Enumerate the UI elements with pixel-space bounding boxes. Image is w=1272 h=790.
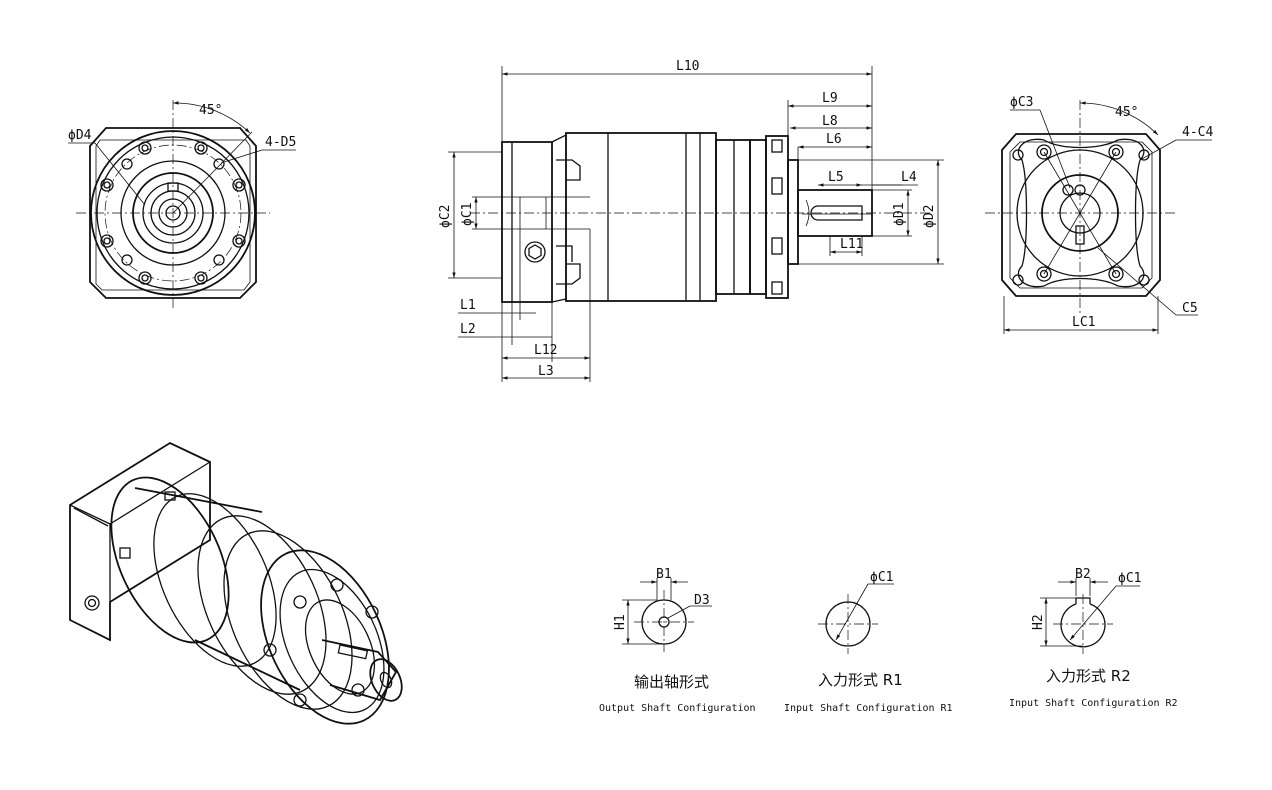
label-l1: L1 (460, 298, 476, 313)
shaft-config-output-title: 输出轴形式 (634, 673, 709, 691)
shaft-config-r1 (818, 583, 894, 654)
label-l3: L3 (538, 364, 554, 379)
label-4-c4: 4-C4 (1182, 125, 1213, 140)
shaft-config-r2-title: 入力形式 R2 (1046, 667, 1131, 685)
label-phi-c2: ϕC2 (438, 205, 453, 228)
label-l8: L8 (822, 114, 838, 129)
label-l4: L4 (901, 170, 917, 185)
label-l11: L11 (840, 237, 863, 252)
label-l5: L5 (828, 170, 844, 185)
label-phi-c1: ϕC1 (460, 203, 475, 226)
label-d3: D3 (694, 593, 710, 608)
shaft-config-r2-subtitle: Input Shaft Configuration R2 (1009, 698, 1178, 709)
label-phi-c3: ϕC3 (1010, 95, 1033, 110)
label-lc1: LC1 (1072, 315, 1095, 330)
front-view-input (985, 100, 1212, 334)
shaft-config-r2 (1040, 578, 1140, 654)
label-l2: L2 (460, 322, 476, 337)
label-4-d5: 4-D5 (265, 135, 296, 150)
shaft-config-output-subtitle: Output Shaft Configuration (599, 703, 756, 714)
label-b1: B1 (656, 567, 672, 582)
side-view (448, 66, 944, 382)
label-r2-phi-c1: ϕC1 (1118, 571, 1141, 586)
label-c5: C5 (1182, 301, 1198, 316)
label-phi-d1: ϕD1 (892, 203, 907, 226)
label-h2: H2 (1031, 614, 1046, 630)
label-h1: H1 (613, 614, 628, 630)
label-l10: L10 (676, 59, 699, 74)
label-l6: L6 (826, 132, 842, 147)
shaft-config-r1-subtitle: Input Shaft Configuration R1 (784, 703, 953, 714)
label-l12: L12 (534, 343, 557, 358)
label-angle-45-right: 45° (1115, 105, 1138, 120)
label-phi-d4: ϕD4 (68, 128, 92, 143)
isometric-view (69, 441, 403, 725)
front-view-output (68, 100, 296, 310)
label-angle-45-left: 45° (199, 103, 222, 118)
label-phi-d2: ϕD2 (922, 205, 937, 228)
label-b2: B2 (1075, 567, 1091, 582)
label-r1-phi-c1: ϕC1 (870, 570, 893, 585)
label-l9: L9 (822, 91, 838, 106)
shaft-config-r1-title: 入力形式 R1 (818, 671, 903, 689)
shaft-config-output (622, 578, 712, 652)
